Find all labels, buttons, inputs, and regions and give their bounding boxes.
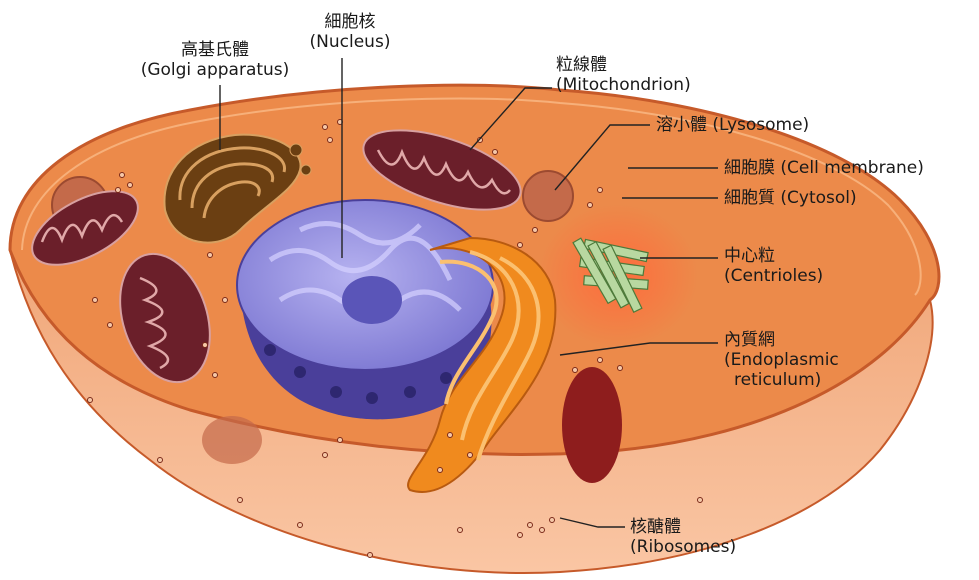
label-ribosomes-zh: 核醣體: [630, 517, 736, 537]
label-golgi: 高基氏體 (Golgi apparatus): [115, 40, 315, 80]
label-ribosomes: 核醣體 (Ribosomes): [630, 517, 736, 557]
label-mitochondrion: 粒線體 (Mitochondrion): [556, 55, 691, 95]
label-nucleus: 細胞核 (Nucleus): [300, 12, 400, 52]
label-er-zh: 內質網: [724, 330, 839, 350]
label-centrioles-en: (Centrioles): [724, 266, 823, 286]
label-golgi-en: (Golgi apparatus): [115, 60, 315, 80]
label-lysosome: 溶小體 (Lysosome): [656, 115, 809, 135]
label-mitochondrion-zh: 粒線體: [556, 55, 691, 75]
label-cell-membrane: 細胞膜 (Cell membrane): [724, 158, 924, 178]
label-centrioles-zh: 中心粒: [724, 246, 823, 266]
label-er-en1: (Endoplasmic: [724, 350, 839, 370]
label-er: 內質網 (Endoplasmic reticulum): [724, 330, 839, 390]
label-mitochondrion-en: (Mitochondrion): [556, 75, 691, 95]
label-centrioles: 中心粒 (Centrioles): [724, 246, 823, 286]
label-ribosomes-en: (Ribosomes): [630, 537, 736, 557]
label-nucleus-en: (Nucleus): [300, 32, 400, 52]
label-cytosol: 細胞質 (Cytosol): [724, 188, 857, 208]
label-golgi-zh: 高基氏體: [115, 40, 315, 60]
label-er-en2: reticulum): [724, 370, 839, 390]
label-nucleus-zh: 細胞核: [300, 12, 400, 32]
